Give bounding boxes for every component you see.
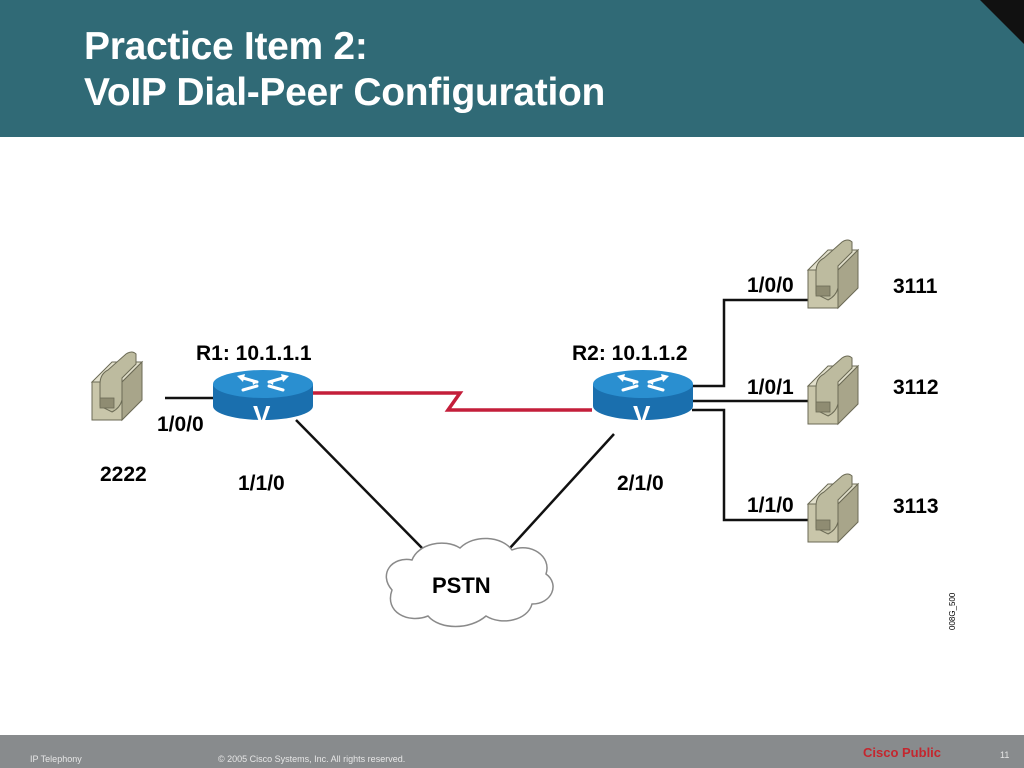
r1-pstn-link bbox=[295, 419, 423, 549]
phone-3112-icon bbox=[807, 355, 859, 425]
r2-port-2-label: 1/0/1 bbox=[747, 376, 794, 399]
r2-pstn-port-label: 2/1/0 bbox=[617, 472, 664, 495]
r1-pstn-port-label: 1/1/0 bbox=[238, 472, 285, 495]
phone-3111-icon bbox=[807, 239, 859, 309]
r2-port-link-3 bbox=[692, 408, 808, 522]
page-number: 11 bbox=[1000, 750, 1010, 760]
pstn-label: PSTN bbox=[432, 573, 491, 598]
footer-classification: Cisco Public bbox=[863, 745, 942, 760]
phone-3111-label: 3111 bbox=[893, 275, 938, 298]
network-diagram bbox=[91, 239, 859, 628]
r1-voice-port-label: 1/0/0 bbox=[157, 413, 204, 436]
r2-voice-badge: V bbox=[633, 400, 651, 430]
r2-label: R2: 10.1.1.2 bbox=[572, 342, 688, 365]
footer-course: IP Telephony bbox=[30, 754, 82, 764]
r2-port-3-label: 1/1/0 bbox=[747, 494, 794, 517]
footer-copyright: © 2005 Cisco Systems, Inc. All rights re… bbox=[218, 754, 406, 764]
title-line-1: Practice Item 2: bbox=[84, 25, 368, 68]
footer-bar bbox=[0, 735, 1024, 768]
phone-3112-label: 3112 bbox=[893, 376, 939, 399]
title-banner: Practice Item 2: VoIP Dial-Peer Configur… bbox=[0, 0, 1024, 137]
r1-label: R1: 10.1.1.1 bbox=[196, 342, 312, 365]
pstn-cloud bbox=[385, 537, 554, 628]
figure-id: 008G_500 bbox=[948, 592, 957, 630]
phone-3113-label: 3113 bbox=[893, 495, 939, 518]
title-line-2: VoIP Dial-Peer Configuration bbox=[84, 71, 606, 114]
r2-port-link-1 bbox=[692, 298, 808, 388]
phone-3113-icon bbox=[807, 473, 859, 543]
phone-2222-label: 2222 bbox=[100, 463, 147, 486]
r2-pstn-link bbox=[509, 433, 615, 549]
wan-serial-link bbox=[313, 391, 592, 412]
r2-port-1-label: 1/0/0 bbox=[747, 274, 794, 297]
slide-title: Practice Item 2: VoIP Dial-Peer Configur… bbox=[84, 24, 605, 116]
r1-voice-badge: V bbox=[253, 400, 271, 430]
phone-2222-icon bbox=[91, 351, 143, 421]
corner-decoration bbox=[980, 0, 1024, 44]
